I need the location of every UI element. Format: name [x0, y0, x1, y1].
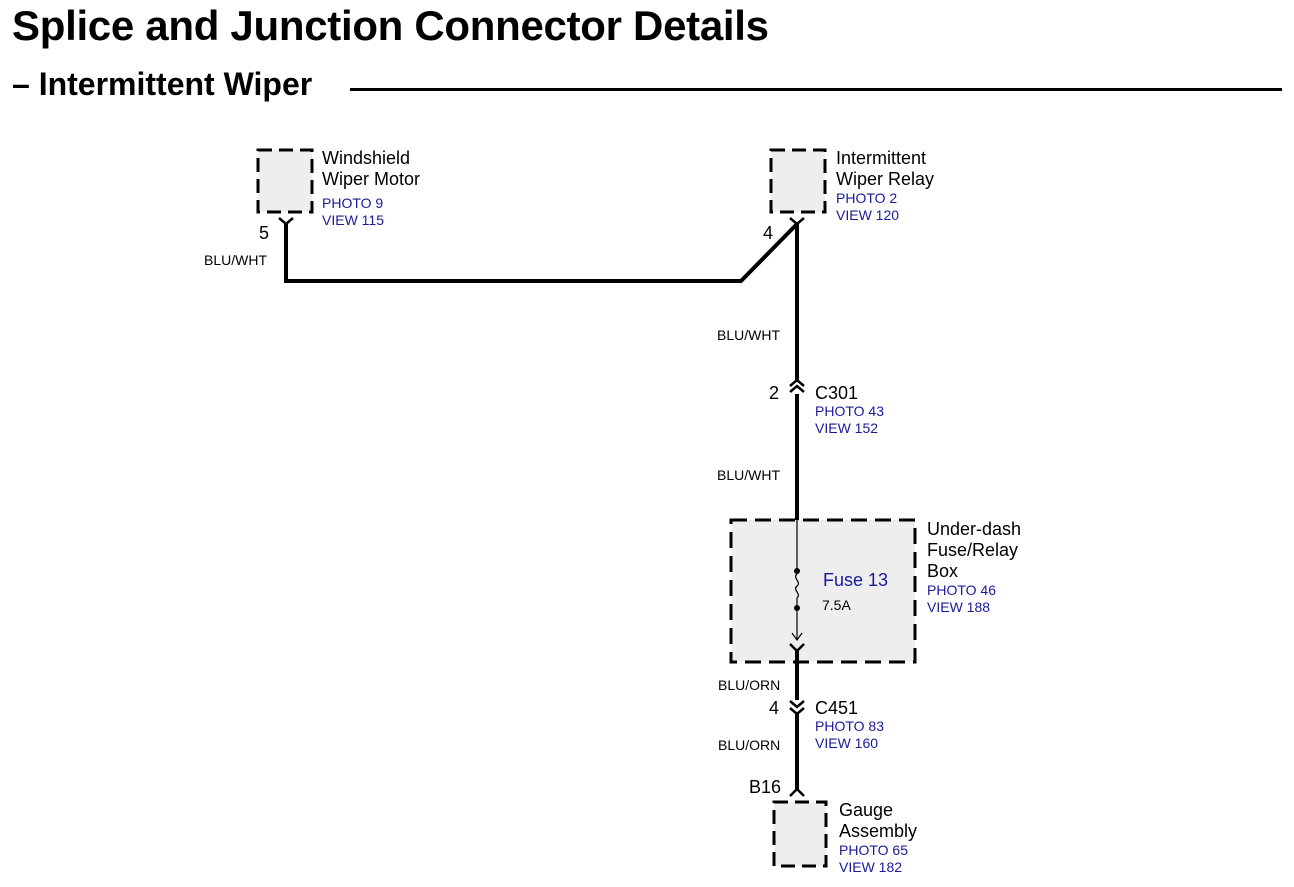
fuse-box-name-line3: Box	[927, 561, 959, 581]
wiper-relay-name-line2: Wiper Relay	[836, 169, 935, 189]
c451-name: C451	[815, 698, 859, 718]
section-subtitle: – Intermittent Wiper	[12, 66, 327, 103]
wire-label-motor-to-relay: BLU/WHT	[204, 252, 267, 268]
c451-photo-link[interactable]: PHOTO 83	[815, 718, 884, 734]
gauge-pin: B16	[749, 777, 782, 797]
page-title: Splice and Junction Connector Details	[12, 2, 769, 49]
wiper-motor-name-line1: Windshield	[322, 148, 411, 168]
fuse-13-rating: 7.5A	[822, 597, 851, 613]
subtitle-rule	[350, 88, 1282, 91]
fuse-box-view-link[interactable]: VIEW 188	[927, 599, 991, 615]
c451-view-link[interactable]: VIEW 160	[815, 735, 879, 751]
connector-c451-symbol[interactable]	[789, 700, 805, 716]
fuse-box[interactable]	[729, 518, 917, 664]
wire-label-c301-to-fusebox: BLU/WHT	[717, 467, 780, 483]
wiper-motor-photo-link[interactable]: PHOTO 9	[322, 195, 384, 211]
wiper-relay-view-link[interactable]: VIEW 120	[836, 207, 900, 223]
c301-name: C301	[815, 383, 859, 403]
fuse-box-name-line1: Under-dash	[927, 519, 1022, 539]
c301-pin: 2	[769, 383, 780, 403]
fuse-13-name[interactable]: Fuse 13	[823, 570, 889, 590]
fuse-13-symbol[interactable]	[791, 520, 803, 642]
c451-pin: 4	[769, 698, 780, 718]
wiper-relay-name-line1: Intermittent	[836, 148, 927, 168]
wiper-motor-name-line2: Wiper Motor	[322, 169, 421, 189]
fuse-box-name-line2: Fuse/Relay	[927, 540, 1019, 560]
wire-label-fusebox-to-c451: BLU/ORN	[718, 677, 781, 693]
gauge-photo-link[interactable]: PHOTO 65	[839, 842, 908, 858]
c301-view-link[interactable]: VIEW 152	[815, 420, 879, 436]
gauge-pin-terminal	[789, 787, 805, 797]
wire-label-relay-to-c301: BLU/WHT	[717, 327, 780, 343]
wiper-motor-box[interactable]	[256, 148, 314, 214]
wiper-motor-pin: 5	[259, 223, 270, 243]
wiper-motor-view-link[interactable]: VIEW 115	[322, 212, 384, 228]
wiper-relay-box[interactable]	[769, 148, 827, 214]
c301-photo-link[interactable]: PHOTO 43	[815, 403, 884, 419]
connector-c301-symbol[interactable]	[789, 378, 805, 393]
wiper-relay-photo-link[interactable]: PHOTO 2	[836, 190, 898, 206]
motor-pin-terminal	[278, 217, 294, 226]
relay-pin-terminal	[789, 217, 805, 226]
wire-motor-to-relay[interactable]	[284, 222, 799, 283]
gauge-assembly-box[interactable]	[772, 800, 828, 868]
fuse-box-photo-link[interactable]: PHOTO 46	[927, 582, 996, 598]
wire-label-c451-to-gauge: BLU/ORN	[718, 737, 781, 753]
gauge-name-line2: Assembly	[839, 821, 918, 841]
gauge-view-link[interactable]: VIEW 182	[839, 859, 903, 875]
wiper-relay-pin: 4	[763, 223, 774, 243]
gauge-name-line1: Gauge	[839, 800, 894, 820]
